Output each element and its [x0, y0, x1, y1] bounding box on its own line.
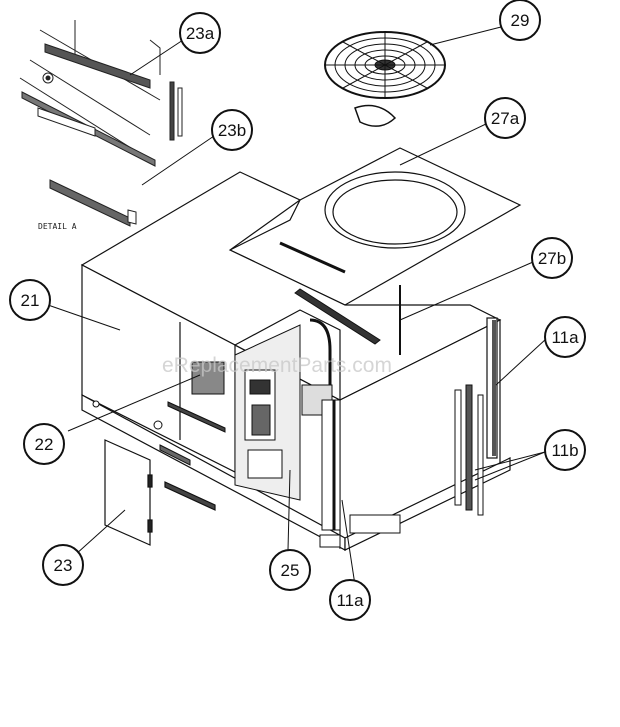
callout-circle: [484, 97, 526, 139]
callout-circle: [531, 237, 573, 279]
callout-label: 22: [35, 435, 54, 454]
callout-label: 29: [511, 11, 530, 30]
callout-23b: 23b: [211, 109, 253, 151]
fan-guard: [324, 31, 446, 127]
callout-22: 22: [23, 423, 65, 465]
callout-23a: 23a: [179, 12, 221, 54]
callout-circle: [544, 316, 586, 358]
callout-25: 25: [269, 549, 311, 591]
callout-label: 23b: [218, 121, 246, 140]
side-rails: [319, 384, 484, 548]
detail-a-label: DETAIL A: [38, 222, 77, 231]
callout-label: 11a: [551, 328, 579, 347]
callout-circle: [42, 544, 84, 586]
callout-circle: [211, 109, 253, 151]
callout-label: 27b: [538, 249, 566, 268]
callout-label: 27a: [491, 109, 520, 128]
callout-23: 23: [42, 544, 84, 586]
left-panel-features: [92, 361, 226, 466]
callout-circle: [9, 279, 51, 321]
callout-label: 23a: [186, 24, 215, 43]
callout-11a-bottom: 11a: [329, 579, 371, 621]
callout-11b: 11b: [544, 429, 586, 471]
callout-label: 21: [21, 291, 40, 310]
top-panel: [228, 147, 522, 306]
callout-circle: [23, 423, 65, 465]
callout-circle: [329, 579, 371, 621]
callout-label: 25: [281, 561, 300, 580]
callout-11a-top: 11a: [544, 316, 586, 358]
callout-circle: [269, 549, 311, 591]
callout-circle: [499, 0, 541, 41]
callout-bubbles: 29 23a 23b 27a 27b 21 11a 22 11b 23 25 11a: [9, 0, 586, 621]
callout-label: 11a: [336, 591, 364, 610]
callout-21: 21: [9, 279, 51, 321]
callout-label: 11b: [551, 441, 578, 460]
leader-lines: [47, 26, 547, 586]
callout-27b: 27b: [531, 237, 573, 279]
control-compartment: [234, 318, 341, 531]
callout-circle: [179, 12, 221, 54]
callout-label: 23: [54, 556, 73, 575]
door-panel: [104, 439, 216, 546]
callout-29: 29: [499, 0, 541, 41]
callout-circle: [544, 429, 586, 471]
detail-a-inset: [19, 20, 183, 227]
callout-27a: 27a: [484, 97, 526, 139]
watermark: eReplacementParts.com: [162, 354, 392, 377]
